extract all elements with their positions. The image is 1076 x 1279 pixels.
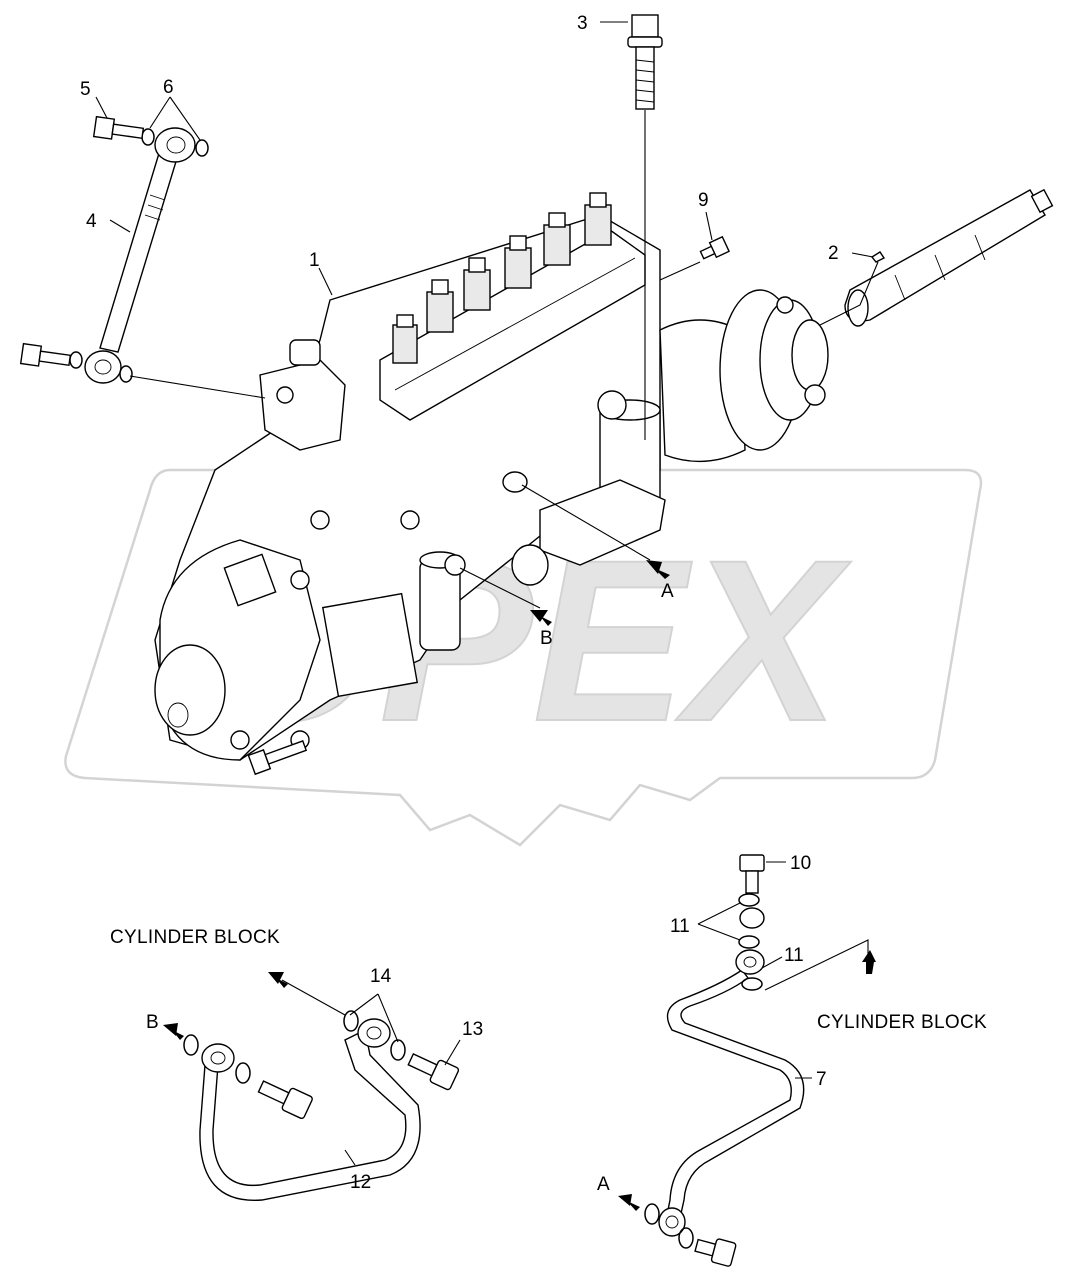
arrow-b-lower xyxy=(163,1023,184,1040)
delivery-valves xyxy=(392,192,612,364)
callout-3: 3 xyxy=(577,13,588,34)
caption-cylinder-block-left: CYLINDER BLOCK xyxy=(110,927,280,948)
callout-13: 13 xyxy=(462,1019,483,1040)
callout-5: 5 xyxy=(80,79,91,100)
arrow-a-lower xyxy=(618,1194,640,1211)
callout-2: 2 xyxy=(828,243,839,264)
watermark-gear-outline xyxy=(64,468,983,847)
callout-labels: 3 5 6 4 1 9 2 A B 10 11 11 7 14 13 12 B … xyxy=(80,13,839,1195)
caption-cylinder-block-right: CYLINDER BLOCK xyxy=(817,1012,987,1033)
callout-11b: 11 xyxy=(784,945,804,966)
callout-7: 7 xyxy=(816,1069,827,1090)
callout-1: 1 xyxy=(309,250,320,271)
callout-6: 6 xyxy=(163,77,174,98)
drive-shaft xyxy=(844,188,1054,327)
callout-12: 12 xyxy=(350,1172,371,1193)
pipe-7 xyxy=(644,854,805,1267)
marker-a-upper: A xyxy=(661,581,674,602)
pipe-12 xyxy=(183,1010,460,1201)
arrow-cyl-right xyxy=(862,950,876,974)
arrow-cyl-left xyxy=(268,972,288,988)
callout-11a: 11 xyxy=(670,916,690,937)
marker-a-lower: A xyxy=(597,1174,610,1195)
bolt-9 xyxy=(699,235,730,260)
arrow-a-upper xyxy=(646,560,670,579)
arrow-b-upper xyxy=(530,610,552,626)
callout-9: 9 xyxy=(698,190,709,211)
callout-4: 4 xyxy=(86,211,97,232)
callout-10: 10 xyxy=(790,853,811,874)
bolt-3 xyxy=(627,14,663,110)
pipe-4 xyxy=(19,115,209,384)
callout-14: 14 xyxy=(370,966,392,987)
flow-arrows xyxy=(163,560,876,1211)
marker-b-lower: B xyxy=(146,1012,159,1033)
leader-lines xyxy=(95,21,879,1166)
injection-pump-assembly xyxy=(154,192,829,776)
marker-b-upper: B xyxy=(540,628,553,649)
